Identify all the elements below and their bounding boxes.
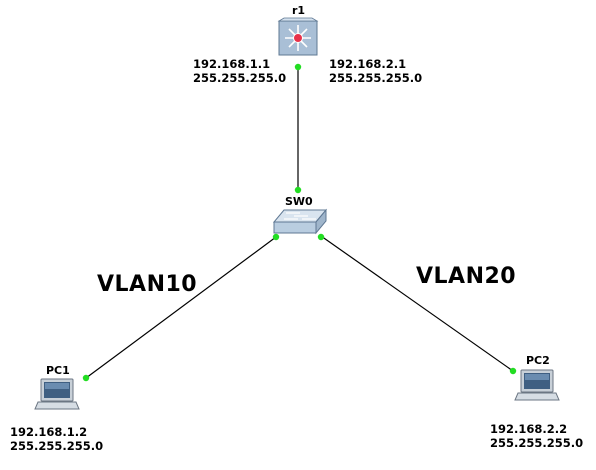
port-status-sw0-pc1: [272, 233, 280, 241]
pc2-address: 192.168.2.2 255.255.255.0: [490, 422, 583, 450]
subnet-mask: 255.255.255.0: [490, 436, 584, 450]
switch-sw0[interactable]: [272, 208, 328, 235]
r1-if1-address: 192.168.1.1 255.255.255.0: [193, 57, 286, 85]
r1-if2-address: 192.168.2.1 255.255.255.0: [329, 57, 422, 85]
router-icon: [277, 17, 319, 56]
vlan20-label: VLAN20: [416, 264, 517, 289]
port-status-pc1: [82, 374, 90, 382]
port-status-sw0-uplink: [294, 186, 302, 194]
subnet-mask: 255.255.255.0: [329, 71, 423, 85]
port-status-pc2: [509, 367, 517, 375]
laptop-icon: [514, 369, 560, 401]
link-sw0-pc2[interactable]: [320, 235, 514, 372]
ip-address: 192.168.2.2: [490, 422, 568, 436]
laptop-pc1[interactable]: [34, 378, 80, 410]
switch-icon: [272, 208, 328, 235]
laptop-pc2[interactable]: [514, 369, 560, 401]
pc2-label: PC2: [526, 354, 550, 367]
ip-address: 192.168.2.1: [329, 57, 407, 71]
port-status-sw0-pc2: [317, 233, 325, 241]
ip-address: 192.168.1.2: [10, 425, 88, 439]
vlan10-label: VLAN10: [97, 272, 198, 297]
subnet-mask: 255.255.255.0: [193, 71, 287, 85]
router-label: r1: [292, 4, 306, 17]
port-status-r1: [294, 63, 302, 71]
ip-address: 192.168.1.1: [193, 57, 271, 71]
subnet-mask: 255.255.255.0: [10, 439, 104, 453]
pc1-label: PC1: [46, 364, 70, 377]
link-sw0-pc1[interactable]: [85, 236, 277, 379]
laptop-icon: [34, 378, 80, 410]
router-r1[interactable]: [277, 17, 319, 56]
switch-label: SW0: [285, 195, 313, 208]
pc1-address: 192.168.1.2 255.255.255.0: [10, 425, 103, 453]
